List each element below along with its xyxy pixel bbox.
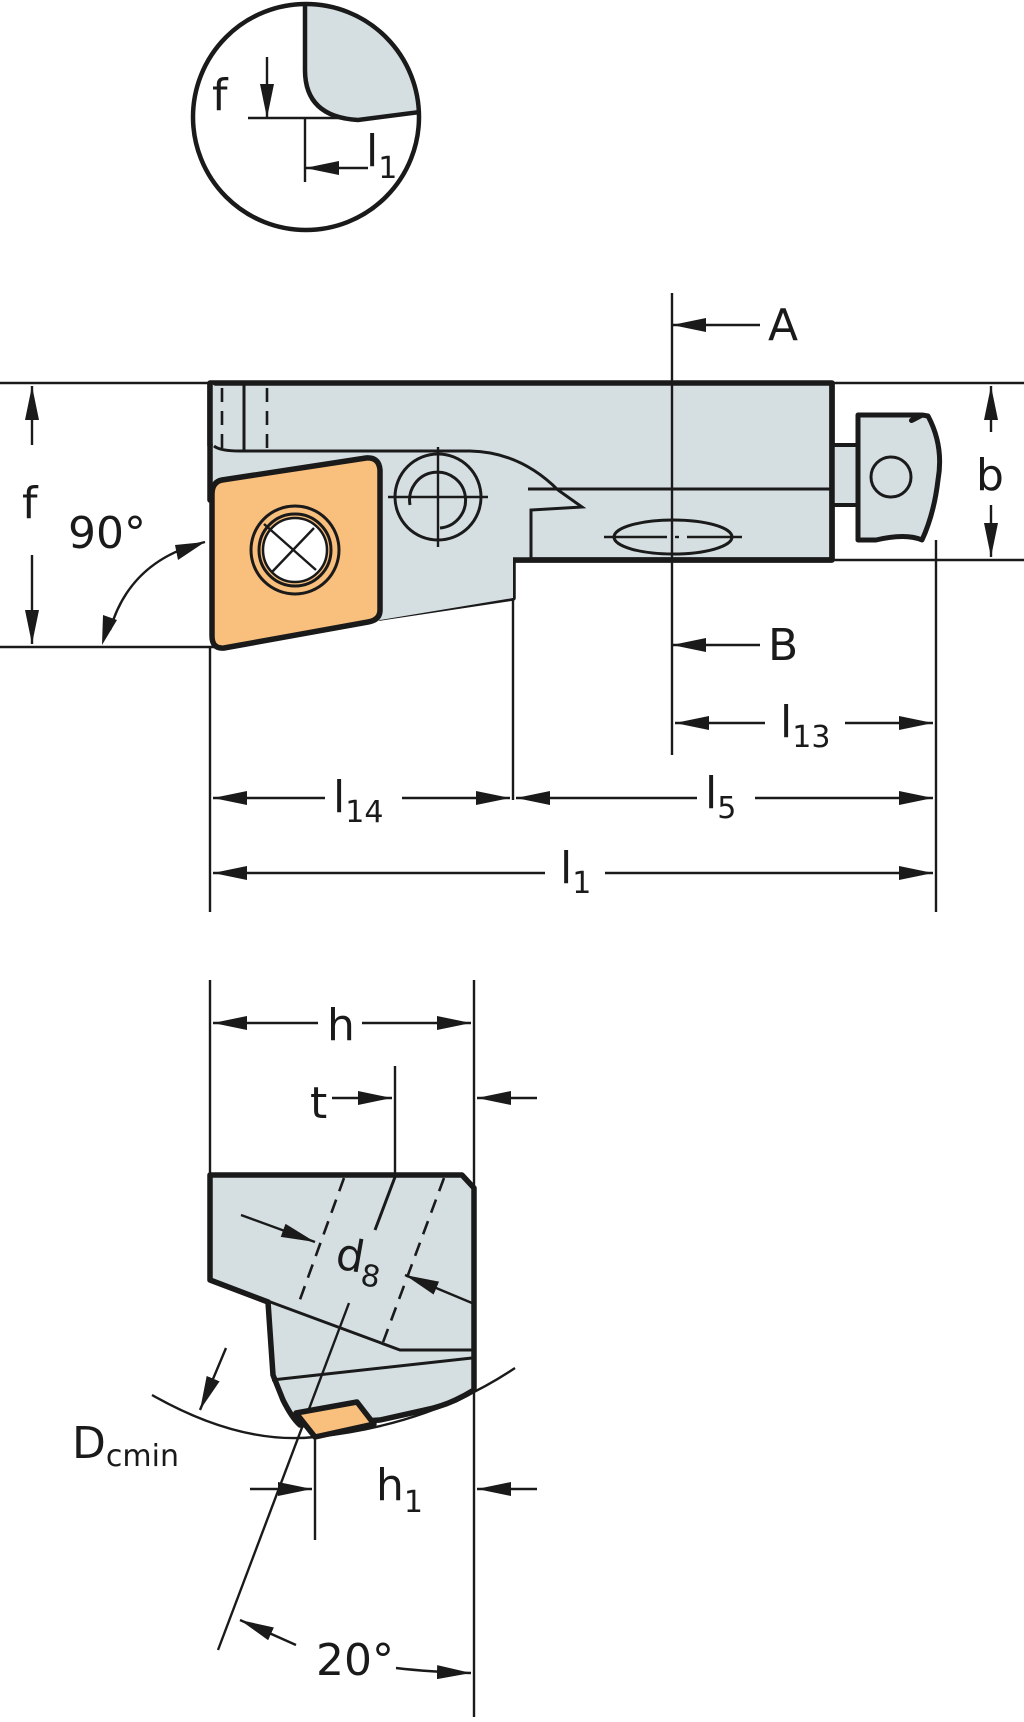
h-label: h: [327, 1000, 355, 1051]
t-label: t: [310, 1078, 327, 1129]
d8-arrow-left: [240, 1213, 316, 1244]
l5-label: l5: [705, 768, 736, 826]
d8-label: d8: [331, 1229, 388, 1296]
section-view: h t d8 Dcmin h1: [72, 980, 537, 1717]
rear-coolant-plug: [832, 412, 943, 543]
detail-f-label: f: [212, 70, 229, 121]
detail-view: f l1: [190, 1, 422, 233]
cartridge-section-body: [207, 1172, 477, 1428]
dcmin-arc: [151, 1367, 516, 1440]
angle-20-arrow-right: [395, 1665, 472, 1680]
section-b-label: B: [768, 620, 798, 671]
angle-20-arrow-left: [239, 1618, 297, 1647]
l1-label: l1: [560, 843, 591, 901]
section-insert: [293, 1399, 377, 1440]
clamp-screw-icon: [388, 447, 488, 547]
l14-label: l14: [333, 772, 383, 830]
dcmin-label: Dcmin: [72, 1418, 179, 1474]
bore-axis-lower: [216, 1302, 351, 1651]
b-label: b: [976, 450, 1004, 501]
f-label: f: [22, 478, 39, 529]
clamp-outline: [213, 444, 587, 558]
cutting-insert: [209, 455, 383, 651]
side-view: A B f 90° b l13 l14: [0, 293, 1024, 912]
angle-20-label: 20°: [316, 1635, 394, 1686]
detail-circle: [190, 1, 422, 233]
bore-hidden-line-right: [380, 1177, 446, 1346]
d8-arrow-right: [404, 1273, 473, 1305]
angle-90-label: 90°: [68, 508, 146, 559]
dcmin-arrow: [198, 1347, 228, 1411]
h1-label: h1: [376, 1460, 423, 1520]
detail-l1-label: l1: [366, 126, 397, 186]
l13-label: l13: [780, 697, 830, 755]
bore-axis-upper: [373, 1176, 397, 1231]
section-a-label: A: [768, 300, 798, 351]
